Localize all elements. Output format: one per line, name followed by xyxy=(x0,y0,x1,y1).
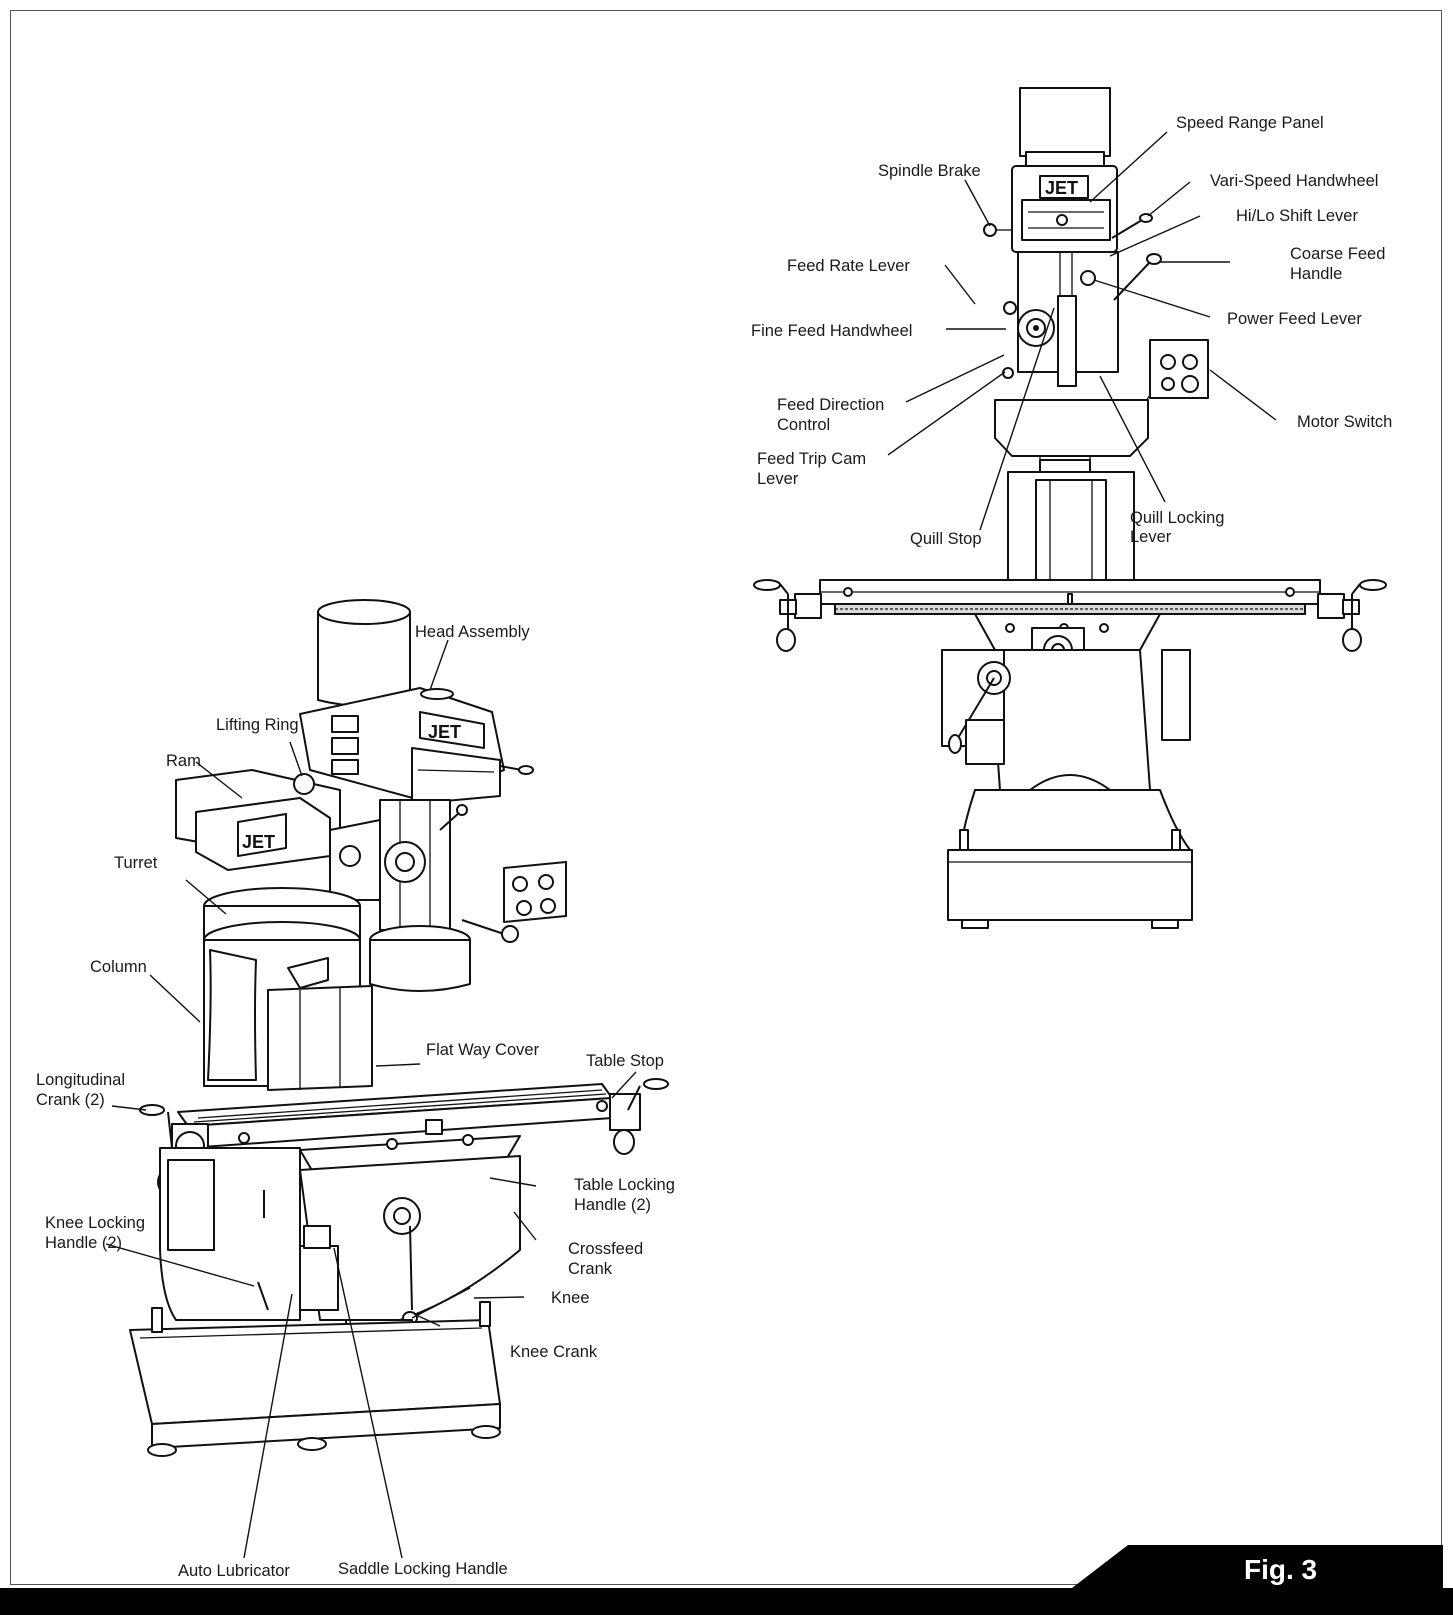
label-turret: Turret xyxy=(114,854,158,872)
label-flat-way-cover: Flat Way Cover xyxy=(426,1041,540,1059)
head-logo: JET xyxy=(428,722,461,742)
label-fine-feed-handwheel: Fine Feed Handwheel xyxy=(751,322,912,340)
label-quill-stop: Quill Stop xyxy=(910,530,982,548)
label-crossfeed-1: Crossfeed xyxy=(568,1240,643,1258)
label-saddle-locking-handle: Saddle Locking Handle xyxy=(338,1560,508,1578)
ram-logo: JET xyxy=(242,832,275,852)
label-table-locking-2: Handle (2) xyxy=(574,1196,651,1214)
figure-frame xyxy=(10,10,1442,1585)
label-knee-locking-2: Handle (2) xyxy=(45,1234,122,1252)
figure-footer: Fig. 3 xyxy=(0,1545,1453,1615)
label-coarse-feed-2: Handle xyxy=(1290,265,1342,283)
label-quill-locking-2: Lever xyxy=(1130,528,1172,546)
label-feed-direction-1: Feed Direction xyxy=(777,396,884,414)
figure-label: Fig. 3 xyxy=(1244,1554,1317,1585)
label-vari-speed-handwheel: Vari-Speed Handwheel xyxy=(1210,172,1378,190)
label-crossfeed-2: Crank xyxy=(568,1260,613,1278)
label-power-feed-lever: Power Feed Lever xyxy=(1227,310,1362,328)
label-speed-range-panel: Speed Range Panel xyxy=(1176,114,1324,132)
label-table-locking-1: Table Locking xyxy=(574,1176,675,1194)
label-knee-locking-1: Knee Locking xyxy=(45,1214,145,1232)
label-column: Column xyxy=(90,958,147,976)
label-spindle-brake: Spindle Brake xyxy=(878,162,981,180)
label-ram: Ram xyxy=(166,752,201,770)
label-longitudinal-crank-2: Crank (2) xyxy=(36,1091,105,1109)
label-hi-lo-shift-lever: Hi/Lo Shift Lever xyxy=(1236,207,1358,225)
label-lifting-ring: Lifting Ring xyxy=(216,716,299,734)
left-labels: Head Assembly Lifting Ring Ram Turret Co… xyxy=(36,623,675,1580)
front-view-machine: JET xyxy=(753,87,1387,929)
label-knee: Knee xyxy=(551,1289,590,1307)
label-feed-rate-lever: Feed Rate Lever xyxy=(787,257,910,275)
label-feed-trip-cam-2: Lever xyxy=(757,470,799,488)
label-table-stop: Table Stop xyxy=(586,1052,664,1070)
label-head-assembly: Head Assembly xyxy=(415,623,530,641)
label-auto-lubricator: Auto Lubricator xyxy=(178,1562,290,1580)
label-knee-crank: Knee Crank xyxy=(510,1343,598,1361)
isometric-machine: JET JET xyxy=(129,599,669,1457)
label-longitudinal-crank-1: Longitudinal xyxy=(36,1071,125,1089)
label-quill-locking-1: Quill Locking xyxy=(1130,509,1224,527)
leader-lines xyxy=(105,131,1277,1559)
label-feed-trip-cam-1: Feed Trip Cam xyxy=(757,450,866,468)
front-head-logo: JET xyxy=(1045,178,1078,198)
label-coarse-feed-1: Coarse Feed xyxy=(1290,245,1385,263)
label-motor-switch: Motor Switch xyxy=(1297,413,1392,431)
label-feed-direction-2: Control xyxy=(777,416,830,434)
right-labels: Speed Range Panel Spindle Brake Vari-Spe… xyxy=(751,114,1392,548)
